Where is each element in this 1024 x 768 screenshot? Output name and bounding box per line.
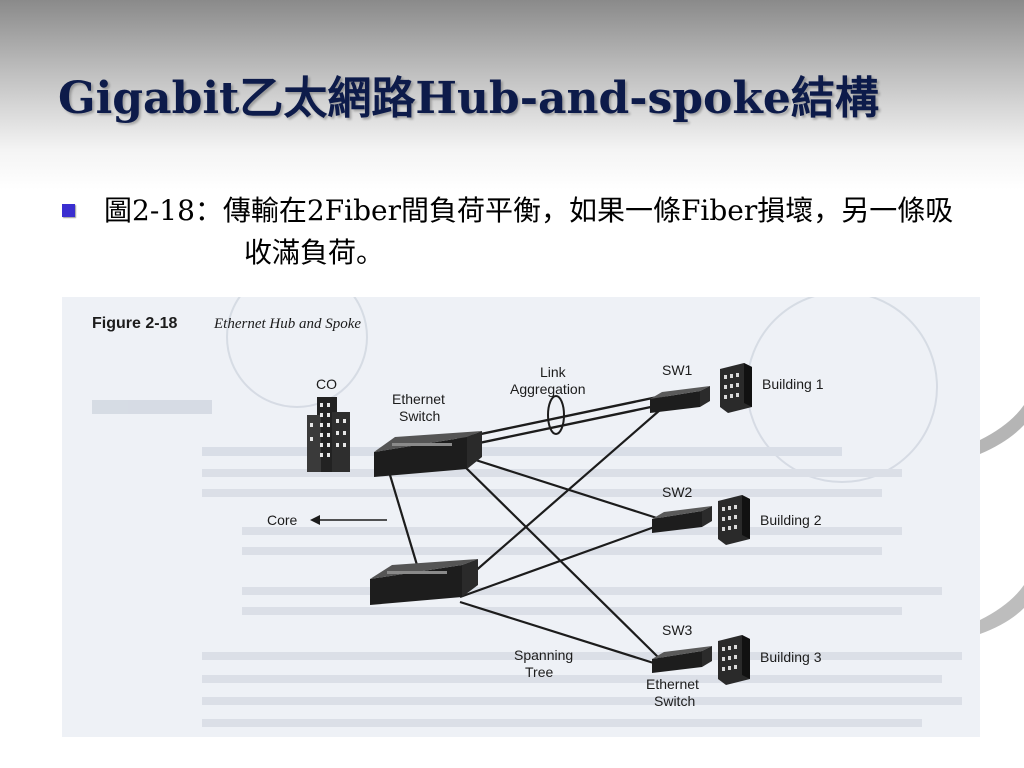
sw3-label: SW3	[662, 622, 693, 638]
sw2-label: SW2	[662, 484, 693, 500]
bottom-switch-label-line2: Switch	[654, 693, 695, 709]
bullet-list: 圖2-18：傳輸在2Fiber間負荷平衡，如果一條Fiber損壞，另一條吸收滿負…	[62, 190, 962, 274]
bottom-switch-label-line1: Ethernet	[646, 676, 699, 692]
aggregation-link-a	[456, 393, 668, 441]
core-arrow-icon	[310, 515, 387, 525]
building-1-label: Building 1	[762, 376, 824, 392]
sw1-switch-icon	[650, 386, 710, 413]
building-3-icon	[718, 635, 750, 685]
link-bottom-to-sw1	[456, 402, 669, 588]
link-top-to-sw3	[456, 458, 661, 660]
link-bottom-to-sw3	[459, 600, 661, 667]
network-diagram: Figure 2-18 Ethernet Hub and Spoke	[92, 297, 962, 727]
hub-switch-bottom-icon	[370, 559, 478, 605]
link-top-to-bottom	[388, 474, 419, 566]
slide-title: Gigabit乙太網路Hub-and-spoke結構	[58, 73, 879, 124]
building-2-label: Building 2	[760, 512, 822, 528]
sw2-switch-icon	[652, 506, 712, 533]
aggregation-link-b	[459, 401, 671, 449]
co-label: CO	[316, 376, 337, 392]
decorative-swoosh	[980, 405, 1024, 634]
sw3-switch-icon	[652, 646, 712, 673]
link-top-to-sw2	[459, 453, 661, 521]
sw1-label: SW1	[662, 362, 693, 378]
top-switch-label-line1: Ethernet	[392, 391, 445, 407]
co-building-icon	[307, 397, 350, 472]
figure-image: Figure 2-18 Ethernet Hub and Spoke	[62, 297, 980, 737]
hub-switch-top-icon	[374, 431, 482, 477]
link-bottom-to-sw2	[459, 523, 661, 599]
core-label: Core	[267, 512, 298, 528]
bullet-text: 圖2-18：傳輸在2Fiber間負荷平衡，如果一條Fiber損壞，另一條吸收滿負…	[104, 194, 954, 269]
building-3-label: Building 3	[760, 649, 822, 665]
link-aggregation-label-line1: Link	[540, 364, 567, 380]
spanning-tree-label-line2: Tree	[525, 664, 553, 680]
network-links	[388, 393, 671, 667]
figure-caption-number: Figure 2-18	[92, 315, 177, 332]
link-aggregation-label-line2: Aggregation	[510, 381, 586, 397]
link-aggregation-ellipse	[547, 395, 565, 435]
building-2-icon	[718, 495, 750, 545]
top-switch-label-line2: Switch	[399, 408, 440, 424]
building-1-icon	[720, 363, 752, 413]
spanning-tree-label-line1: Spanning	[514, 647, 573, 663]
figure-caption-title: Ethernet Hub and Spoke	[213, 316, 361, 332]
bullet-square-icon	[62, 204, 75, 217]
